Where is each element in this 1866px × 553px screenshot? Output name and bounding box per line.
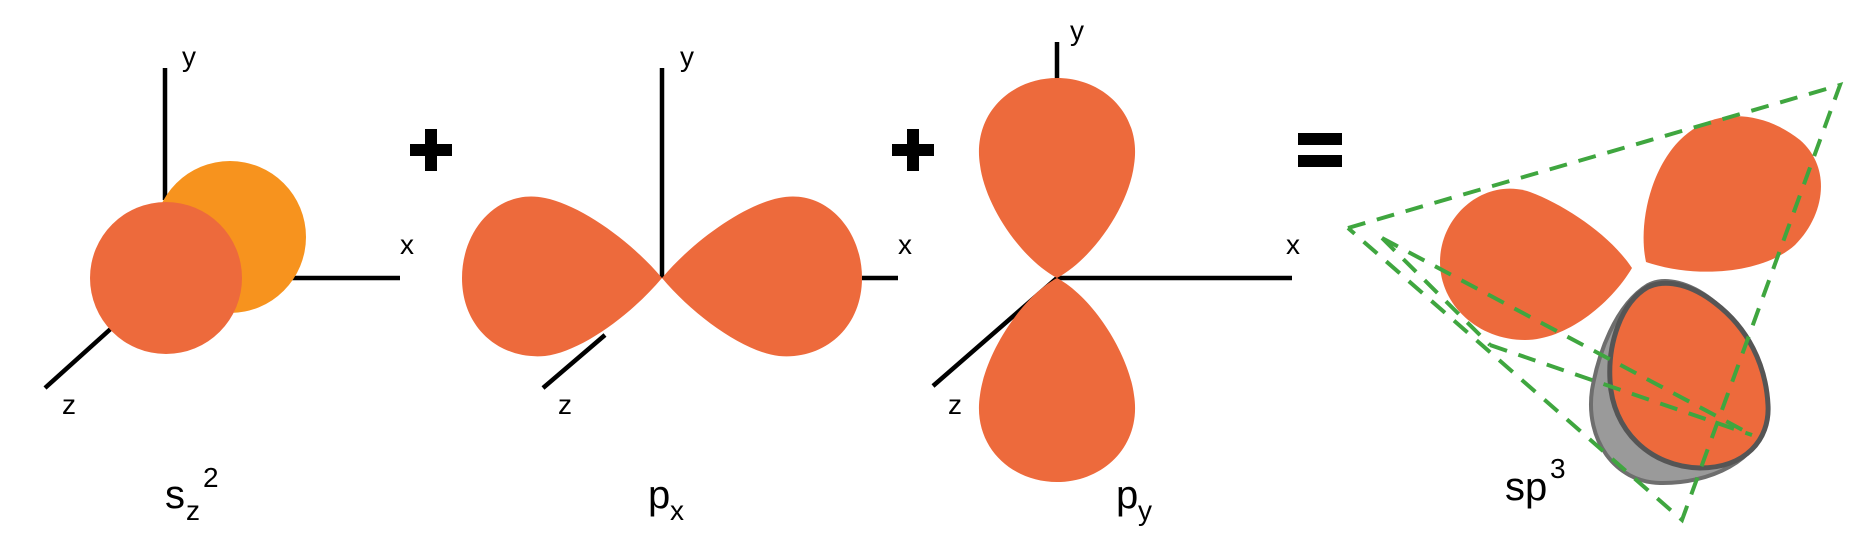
s-orbital-front-sphere (90, 202, 242, 354)
py-x-label: x (1286, 229, 1300, 260)
px-left-lobe (462, 196, 662, 357)
sp3-caption: sp 3 (1505, 453, 1566, 509)
px-z-label: z (558, 389, 572, 420)
sp3-caption-base: sp (1505, 465, 1547, 509)
sp3-lower-lobe (1607, 280, 1771, 471)
sp3-upper-lobe (1643, 116, 1821, 272)
py-z-label: z (948, 389, 962, 420)
s-caption-superscript: 2 (203, 462, 219, 493)
sp3-tetrahedron-outer (1346, 81, 1844, 524)
py-caption-subscript: y (1138, 495, 1152, 526)
py-y-label: y (1070, 15, 1084, 46)
px-caption: p x (648, 473, 684, 526)
sp3-tetrahedron-inner-3 (1489, 343, 1753, 437)
equals-operator: = (1298, 133, 1342, 167)
s-y-label: y (182, 41, 196, 72)
s-z-axis (43, 323, 117, 390)
s-caption-subscript: z (186, 495, 200, 526)
px-y-label: y (680, 41, 694, 72)
sp3-tetrahedron-inner-1 (1381, 236, 1753, 437)
sp3-tetrahedron-inner-2 (1380, 236, 1492, 347)
px-x-label: x (898, 229, 912, 260)
py-caption-base: p (1116, 473, 1138, 517)
sp3-left-lobe (1440, 188, 1632, 340)
py-orbital-panel: y x z p y (931, 15, 1300, 526)
py-upper-lobe (978, 78, 1136, 278)
px-caption-subscript: x (670, 495, 684, 526)
px-right-lobe (662, 196, 862, 357)
s-z-label: z (62, 389, 76, 420)
plus-operator-1: + (410, 129, 452, 171)
py-lower-lobe (978, 278, 1136, 482)
px-orbital-panel: y x z p x (462, 41, 912, 526)
sp3-caption-superscript: 3 (1550, 453, 1566, 484)
s-orbital-panel: y x z s z 2 (43, 41, 414, 526)
s-caption-base: s (165, 473, 185, 517)
px-caption-base: p (648, 473, 670, 517)
s-caption: s z 2 (165, 462, 219, 526)
py-caption: p y (1116, 473, 1152, 526)
plus-operator-2: + (892, 129, 934, 171)
px-z-axis (541, 333, 607, 390)
sp3-hybrid-panel: sp 3 (1346, 81, 1844, 524)
s-x-label: x (400, 229, 414, 260)
